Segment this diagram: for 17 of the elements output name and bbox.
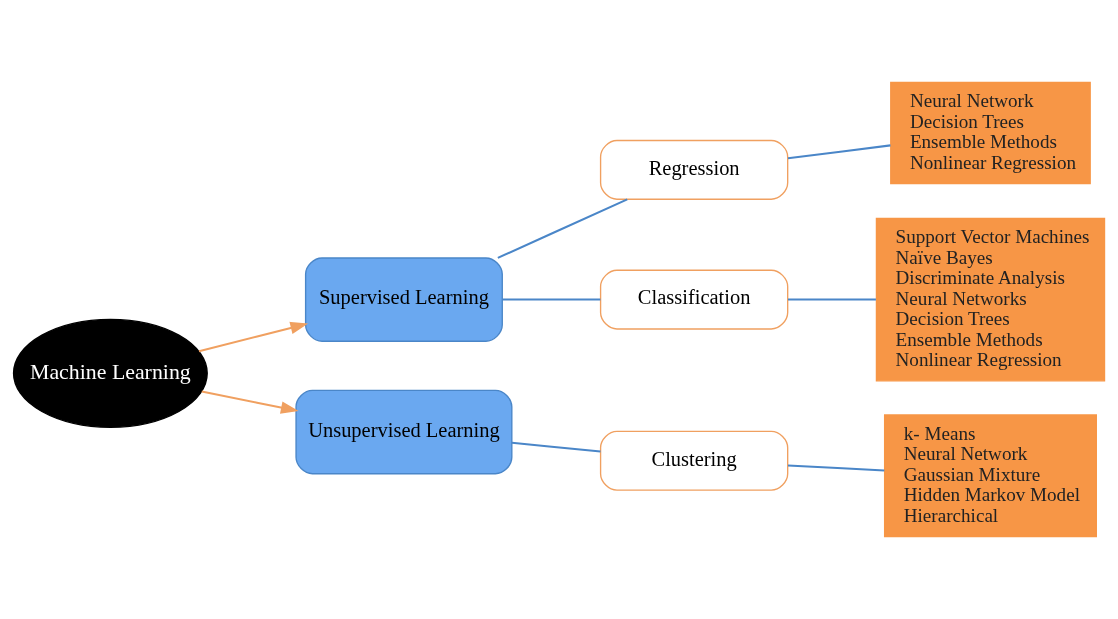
node-ellipse: Machine Learning <box>12 318 208 428</box>
node-box: Neural Network Decision Trees Ensemble Methods Nonlinear Regression <box>890 81 1091 185</box>
connector <box>787 464 885 472</box>
connector <box>788 298 876 301</box>
node-box: Supervised Learning <box>304 257 503 342</box>
node-box: Support Vector Machines Naïve Bayes Discriminate Analysis Neural Networks Decision Trees Ensemble Methods Nonlinear Regression <box>875 217 1106 382</box>
connector <box>502 298 601 301</box>
node-box: Unsupervised Learning <box>295 389 513 475</box>
connector <box>511 441 601 453</box>
connector <box>787 144 891 160</box>
connector <box>497 198 628 259</box>
node-box: Clustering <box>599 430 789 491</box>
arrow <box>198 321 309 353</box>
node-box: Classification <box>599 269 789 330</box>
node-box: k- Means Neural Network Gaussian Mixture Hidden Markov Model Hierarchical <box>883 414 1097 538</box>
node-box: Regression <box>599 139 789 200</box>
arrow <box>201 390 299 414</box>
